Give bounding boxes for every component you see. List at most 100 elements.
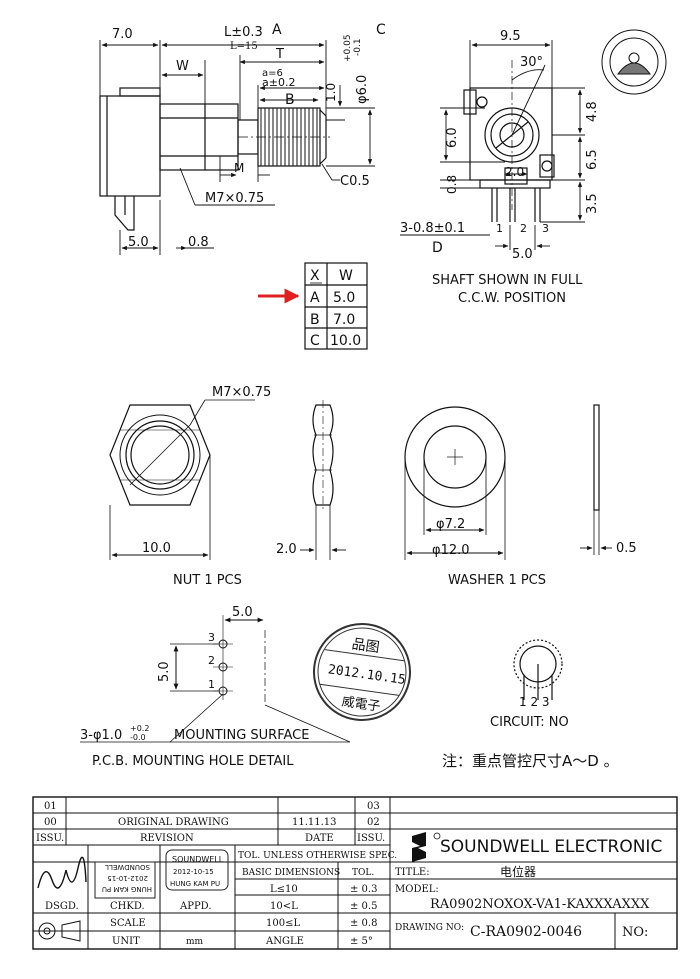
dim-35: 3.5: [585, 193, 600, 214]
dim-65: 6.5: [585, 149, 600, 170]
svg-text:HUNG KAM PU: HUNG KAM PU: [102, 885, 152, 893]
unit-value: mm: [186, 937, 204, 947]
title-value: 电位器: [500, 864, 536, 879]
nut-width: 10.0: [142, 541, 171, 556]
circuit-labels: 1 2 3 CIRCUIT: NO: [490, 695, 569, 730]
circuit-symbol: [513, 639, 563, 700]
dim-5: 5.0: [128, 235, 149, 250]
pcb-holes-tol-dn: -0.0: [130, 733, 146, 742]
title-label: TITLE:: [395, 867, 430, 878]
original-date: 11.11.13: [292, 817, 337, 828]
bushing: [159, 103, 239, 171]
pcb-pin-1: 1: [208, 678, 215, 691]
tol-spec: TOL. UNLESS OTHERWISE SPEC.: [238, 851, 397, 861]
nut-caption: NUT 1 PCS: [173, 573, 242, 588]
pcb-holes-tol-up: +0.2: [130, 724, 149, 733]
variant-row-b-w: 7.0: [333, 312, 355, 328]
soundwell-logo: SOUNDWELL ELECTRONIC: [412, 832, 662, 862]
svg-text:SOUNDWELL: SOUNDWELL: [105, 863, 150, 871]
pcb-holes: 3-φ1.0: [80, 728, 122, 743]
svg-text:2012-10-15: 2012-10-15: [173, 868, 214, 876]
dim-T: T: [275, 47, 284, 62]
tol-row-4-tol: ± 5°: [350, 936, 373, 947]
tol-row-1-dim: L≤10: [270, 884, 298, 895]
variant-row-a-x: A: [310, 290, 320, 306]
nut-thread: M7×0.75: [212, 385, 271, 400]
top-view-labels: 7.0 L±0.3 L=15 A W T a=6 a±0.2 B 1.0 M C…: [112, 22, 386, 250]
pcb-dim-50a: 5.0: [232, 605, 253, 620]
variant-header-x: X: [310, 268, 320, 284]
pcb-detail: [80, 615, 351, 743]
pot-terminal: [114, 196, 135, 231]
drawing-no-label: DRAWING NO:: [395, 923, 464, 933]
washer-caption: WASHER 1 PCS: [448, 573, 546, 588]
top-view: [99, 87, 330, 231]
soundwell-logo-icon: [412, 832, 426, 862]
washer-od: φ12.0: [432, 543, 470, 558]
scale-label: SCALE: [110, 918, 146, 929]
tag-D: D: [432, 240, 443, 256]
variant-table: [304, 262, 368, 350]
circuit-caption: CIRCUIT: NO: [490, 715, 569, 730]
variant-header-w: W: [339, 268, 353, 284]
tol-row-3-tol: ± 0.8: [350, 918, 377, 929]
issu-label-2: ISSU.: [357, 833, 385, 844]
nut-thickness: 2.0: [276, 542, 297, 557]
pcb-caption: P.C.B. MOUNTING HOLE DETAIL: [92, 754, 294, 769]
dim-95: 9.5: [500, 29, 521, 44]
model-value: RA0902NOXOX-VA1-KAXXXAXXX: [430, 897, 650, 912]
variant-row-c-w: 10.0: [330, 333, 361, 349]
unit-label: UNIT: [112, 936, 140, 947]
pcb-mounting-surface: MOUNTING SURFACE: [174, 728, 309, 743]
front-view-dimensions: [400, 40, 585, 250]
svg-text:HUNG KAM PU: HUNG KAM PU: [170, 880, 220, 888]
dim-dia6-tol-up: +0.05: [343, 34, 353, 62]
svg-text:2012-10-15: 2012-10-15: [107, 874, 148, 882]
pot-body: [99, 95, 161, 197]
variant-row-b-x: B: [310, 312, 320, 328]
washer-id: φ7.2: [436, 517, 465, 532]
dim-dia6-tol-dn: -0.1: [353, 38, 363, 56]
pin-3: 3: [542, 222, 549, 235]
tol-row-1-tol: ± 0.3: [350, 884, 377, 895]
rev-00: 00: [44, 817, 57, 828]
tag-B: B: [285, 92, 295, 108]
dim-c05: C0.5: [340, 174, 370, 189]
variant-row-c-x: C: [310, 333, 320, 349]
date-stamp: 品图 2012.10.15 威電子: [313, 623, 411, 721]
dim-08: 0.8: [445, 175, 459, 194]
nut-labels: M7×0.75 10.0 2.0 NUT 1 PCS: [142, 385, 297, 588]
revision-label: REVISION: [140, 833, 194, 844]
svg-text:SOUNDWELL: SOUNDWELL: [172, 855, 224, 864]
tol-label: TOL.: [352, 868, 374, 878]
dim-L: L±0.3: [224, 25, 263, 40]
company-name: SOUNDWELL ELECTRONIC: [440, 837, 662, 857]
tol-row-4-dim: ANGLE: [265, 936, 304, 947]
dim-48: 4.8: [585, 101, 600, 122]
tag-C: C: [376, 22, 386, 38]
dim-a: a=6: [262, 68, 283, 79]
no-label: NO:: [622, 925, 648, 940]
washer-drawing: [404, 404, 612, 560]
date-stamp-date: 2012.10.15: [327, 662, 407, 688]
approval-stamp-2: SOUNDWELL 2012-10-15 HUNG KAM PU: [165, 849, 229, 891]
pcb-pin-3: 3: [208, 631, 215, 644]
designer-signature: [37, 856, 87, 889]
dim-20: 2.0: [505, 165, 524, 179]
tol-row-2-dim: 10<L: [270, 901, 298, 912]
drawing-no-value: C-RA0902-0046: [470, 924, 582, 940]
dim-thread: M7×0.75: [205, 191, 264, 206]
quality-seal-logo: [601, 29, 667, 95]
pin-1: 1: [496, 222, 503, 235]
circuit-pins: 1 2 3: [519, 695, 550, 709]
front-view-labels: 9.5 30° 4.8 6.0 6.5 3.5 2.0 0.8 3-0.8±0.…: [400, 29, 600, 306]
date-stamp-top: 品图: [351, 636, 381, 656]
washer-labels: φ7.2 φ12.0 0.5 WASHER 1 PCS: [432, 517, 637, 588]
pin-2: 2: [520, 222, 527, 235]
approval-stamp-1: HUNG KAM PU 2012-10-15 SOUNDWELL: [94, 861, 156, 899]
rev-03: 03: [367, 801, 380, 812]
dim-a2: a±0.2: [262, 76, 295, 89]
dim-50: 5.0: [512, 247, 533, 262]
control-note: 注：重点管控尺寸A～D 。: [442, 752, 619, 770]
